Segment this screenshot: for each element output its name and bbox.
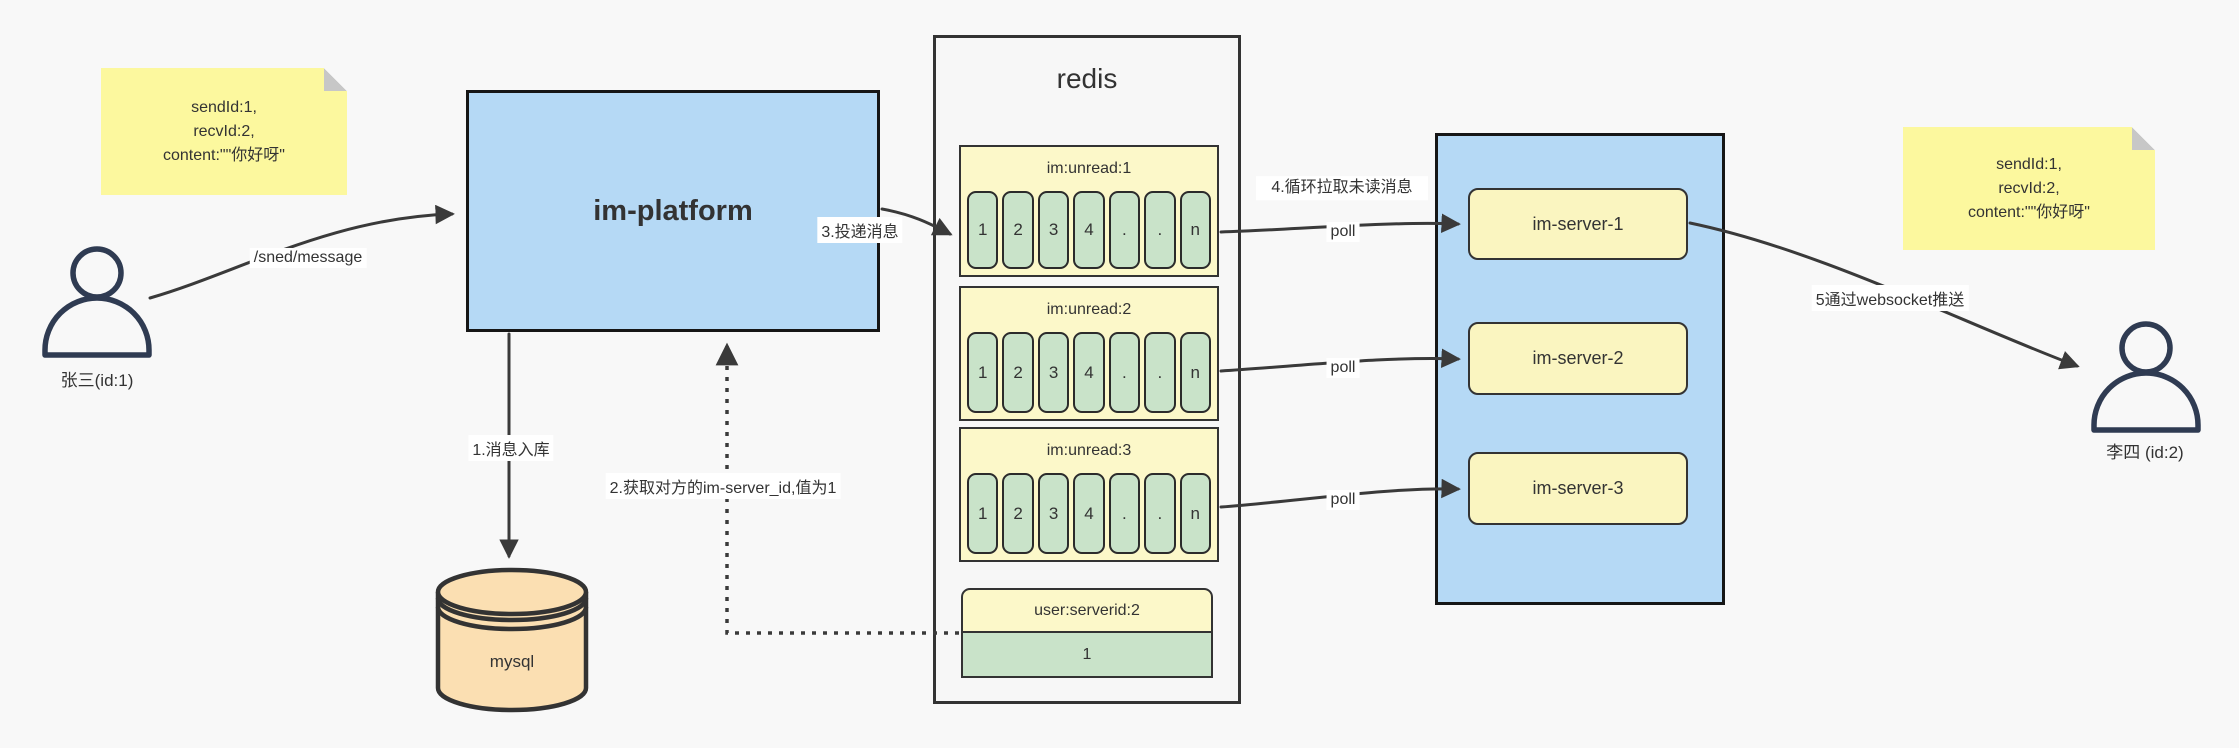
actor-receiver-label: 李四 (id:2) <box>2106 443 2184 462</box>
redis-queue-unread-1: im:unread:1 1 2 3 4 . . n <box>959 145 1219 277</box>
edge-label-store: 1.消息入库 <box>468 435 554 461</box>
person-icon <box>42 246 152 358</box>
queue-title: im:unread:1 <box>1046 160 1132 177</box>
queue-cell: 1 <box>967 473 999 554</box>
note-line: content:""你好呀" <box>163 146 285 164</box>
edge-label-poll-1: poll <box>1326 222 1360 242</box>
redis-queue-unread-3: im:unread:3 1 2 3 4 . . n <box>959 427 1219 562</box>
note-fold-corner <box>324 68 347 91</box>
im-server-1-box: im-server-1 <box>1468 188 1688 260</box>
im-platform-box: im-platform <box>466 90 880 332</box>
edge-label-lookup: 2.获取对方的im-server_id,值为1 <box>605 473 841 499</box>
queue-cell: n <box>1179 191 1211 269</box>
queue-cells: 1 2 3 4 . . n <box>967 332 1211 413</box>
queue-cell: . <box>1108 191 1141 269</box>
redis-title: redis <box>1056 63 1118 94</box>
sticky-note-sender-message: sendId:1, recvId:2, content:""你好呀" <box>101 68 347 195</box>
queue-cell: . <box>1108 332 1141 413</box>
edge-label-push: 5通过websocket推送 <box>1811 285 1969 311</box>
mysql-label: mysql <box>489 652 535 671</box>
edge-label-send: /sned/message <box>249 248 367 268</box>
queue-cell: . <box>1108 473 1141 554</box>
queue-cell: n <box>1179 332 1211 413</box>
note-line: sendId:1, <box>191 98 257 116</box>
im-server-3-box: im-server-3 <box>1468 452 1688 525</box>
note-fold-corner <box>2132 127 2155 150</box>
queue-title: im:unread:3 <box>1046 442 1132 459</box>
im-platform-label: im-platform <box>593 194 753 227</box>
kv-value: 1 <box>961 633 1213 678</box>
queue-cell: . <box>1144 473 1176 554</box>
queue-cell: 2 <box>1002 473 1034 554</box>
edge-label-poll-3: poll <box>1326 490 1360 510</box>
person-icon <box>2091 321 2201 433</box>
note-line: recvId:2, <box>193 122 255 140</box>
note-line: sendId:1, <box>1996 155 2062 173</box>
edge-label-pull: 4.循环拉取未读消息 <box>1256 176 1428 200</box>
mysql-cylinder-icon <box>435 567 589 713</box>
kv-key: user:serverid:2 <box>961 588 1213 633</box>
queue-cell: 2 <box>1002 332 1034 413</box>
queue-title: im:unread:2 <box>1046 301 1132 318</box>
im-server-1-label: im-server-1 <box>1532 213 1624 234</box>
queue-cell: 4 <box>1073 191 1105 269</box>
edge-label-deliver: 3.投递消息 <box>817 217 903 243</box>
queue-cell: 2 <box>1002 191 1034 269</box>
queue-cell: 3 <box>1037 332 1070 413</box>
note-line: recvId:2, <box>1998 179 2060 197</box>
queue-cell: 4 <box>1073 332 1105 413</box>
redis-kv-user-serverid: user:serverid:2 1 <box>961 588 1213 678</box>
queue-cells: 1 2 3 4 . . n <box>967 473 1211 554</box>
redis-queue-unread-2: im:unread:2 1 2 3 4 . . n <box>959 286 1219 421</box>
queue-cell: 1 <box>967 332 999 413</box>
note-line: content:""你好呀" <box>1968 203 2090 221</box>
im-server-2-box: im-server-2 <box>1468 322 1688 395</box>
queue-cell: 1 <box>967 191 999 269</box>
queue-cell: . <box>1144 332 1176 413</box>
edge-label-poll-2: poll <box>1326 358 1360 378</box>
sticky-note-receiver-message: sendId:1, recvId:2, content:""你好呀" <box>1903 127 2155 250</box>
queue-cell: . <box>1144 191 1176 269</box>
queue-cell: 4 <box>1073 473 1105 554</box>
queue-cell: n <box>1179 473 1211 554</box>
actor-sender-label: 张三(id:1) <box>60 371 134 390</box>
queue-cells: 1 2 3 4 . . n <box>967 191 1211 269</box>
queue-cell: 3 <box>1037 191 1070 269</box>
im-server-2-label: im-server-2 <box>1532 348 1624 368</box>
im-server-3-label: im-server-3 <box>1532 478 1624 498</box>
queue-cell: 3 <box>1037 473 1070 554</box>
